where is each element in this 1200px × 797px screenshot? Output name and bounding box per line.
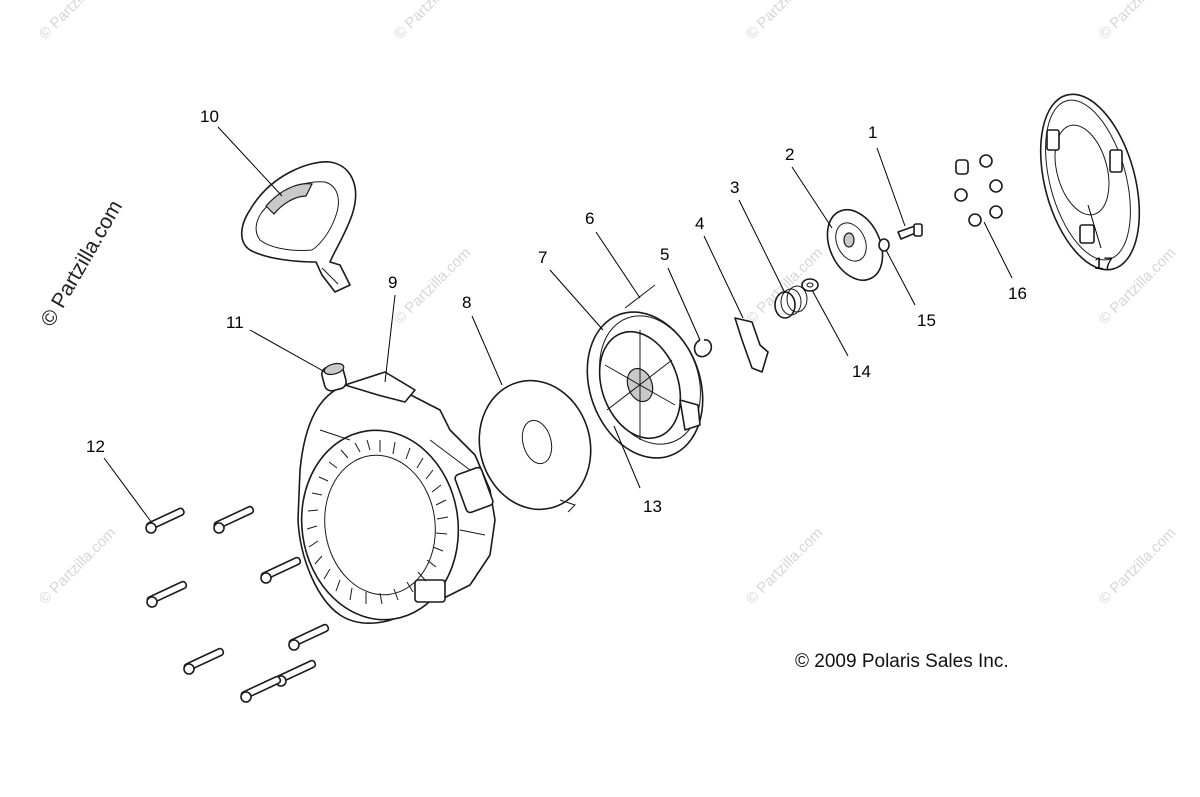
callout-9: 9: [388, 273, 397, 292]
watermark: © Partzilla.com: [743, 524, 826, 607]
leader-13: [613, 425, 641, 489]
callout-13: 13: [643, 497, 662, 516]
leader-7: [549, 269, 604, 331]
callout-labels: 1 2 3 4 5 6 7 8 9 10 11 12 13 14 15 16 1…: [86, 107, 1113, 516]
part-3-spring: [774, 285, 808, 319]
leader-8: [471, 315, 503, 386]
leader-16: [983, 221, 1013, 279]
copyright-notice: © 2009 Polaris Sales Inc.: [795, 651, 1009, 672]
callout-7: 7: [538, 248, 547, 267]
part-6-rope: [624, 284, 656, 309]
callout-6: 6: [585, 209, 594, 228]
part-9-recoil-housing: [297, 371, 496, 625]
leader-10: [217, 126, 283, 197]
part-14-washer: [801, 278, 819, 292]
watermark: © Partzilla.com: [1096, 0, 1179, 43]
part-7-reel: [586, 311, 704, 459]
callout-10: 10: [200, 107, 219, 126]
side-watermark: © Partzilla.com: [36, 196, 127, 330]
leader-17: [1087, 204, 1102, 249]
callout-16: 16: [1008, 284, 1027, 303]
watermark: © Partzilla.com: [36, 524, 119, 607]
watermark: © Partzilla.com: [391, 0, 474, 43]
callout-3: 3: [730, 178, 739, 197]
callout-5: 5: [660, 245, 669, 264]
part-5-spring-clip: [693, 339, 713, 358]
part-8-spring-disc: [478, 379, 592, 513]
callout-17: 17: [1094, 254, 1113, 273]
callout-12: 12: [86, 437, 105, 456]
callout-11: 11: [226, 313, 244, 332]
part-16-nuts: [954, 154, 1003, 227]
leader-5: [667, 267, 701, 341]
leader-lines: [103, 126, 1102, 524]
watermark: © Partzilla.com: [36, 0, 119, 43]
leader-11: [249, 329, 326, 373]
leader-6: [595, 231, 641, 299]
leader-4: [703, 235, 744, 319]
part-15-washer: [878, 238, 890, 252]
part-12-bolts: [145, 505, 330, 703]
leader-9: [384, 294, 396, 383]
callout-8: 8: [462, 293, 471, 312]
part-1-bolt: [897, 223, 923, 240]
leader-3: [738, 199, 786, 294]
leader-14: [811, 289, 849, 357]
watermark: © Partzilla.com: [1096, 524, 1179, 607]
part-10-handle: [240, 161, 357, 293]
callout-2: 2: [785, 145, 794, 164]
leader-12: [103, 457, 153, 524]
part-11-plug: [321, 362, 347, 392]
part-17-cup: [1039, 93, 1141, 271]
callout-4: 4: [695, 214, 704, 233]
callout-15: 15: [917, 311, 936, 330]
watermark: © Partzilla.com: [391, 244, 474, 327]
watermark-layer: © Partzilla.com © Partzilla.com © Partzi…: [36, 0, 1179, 608]
watermark: © Partzilla.com: [743, 0, 826, 43]
callout-14: 14: [852, 362, 871, 381]
leader-1: [876, 147, 906, 227]
leader-2: [791, 166, 833, 229]
part-4-pawl: [734, 317, 769, 373]
part-2-friction-plate: [826, 209, 884, 281]
callout-1: 1: [868, 123, 877, 142]
leader-15: [885, 249, 916, 306]
